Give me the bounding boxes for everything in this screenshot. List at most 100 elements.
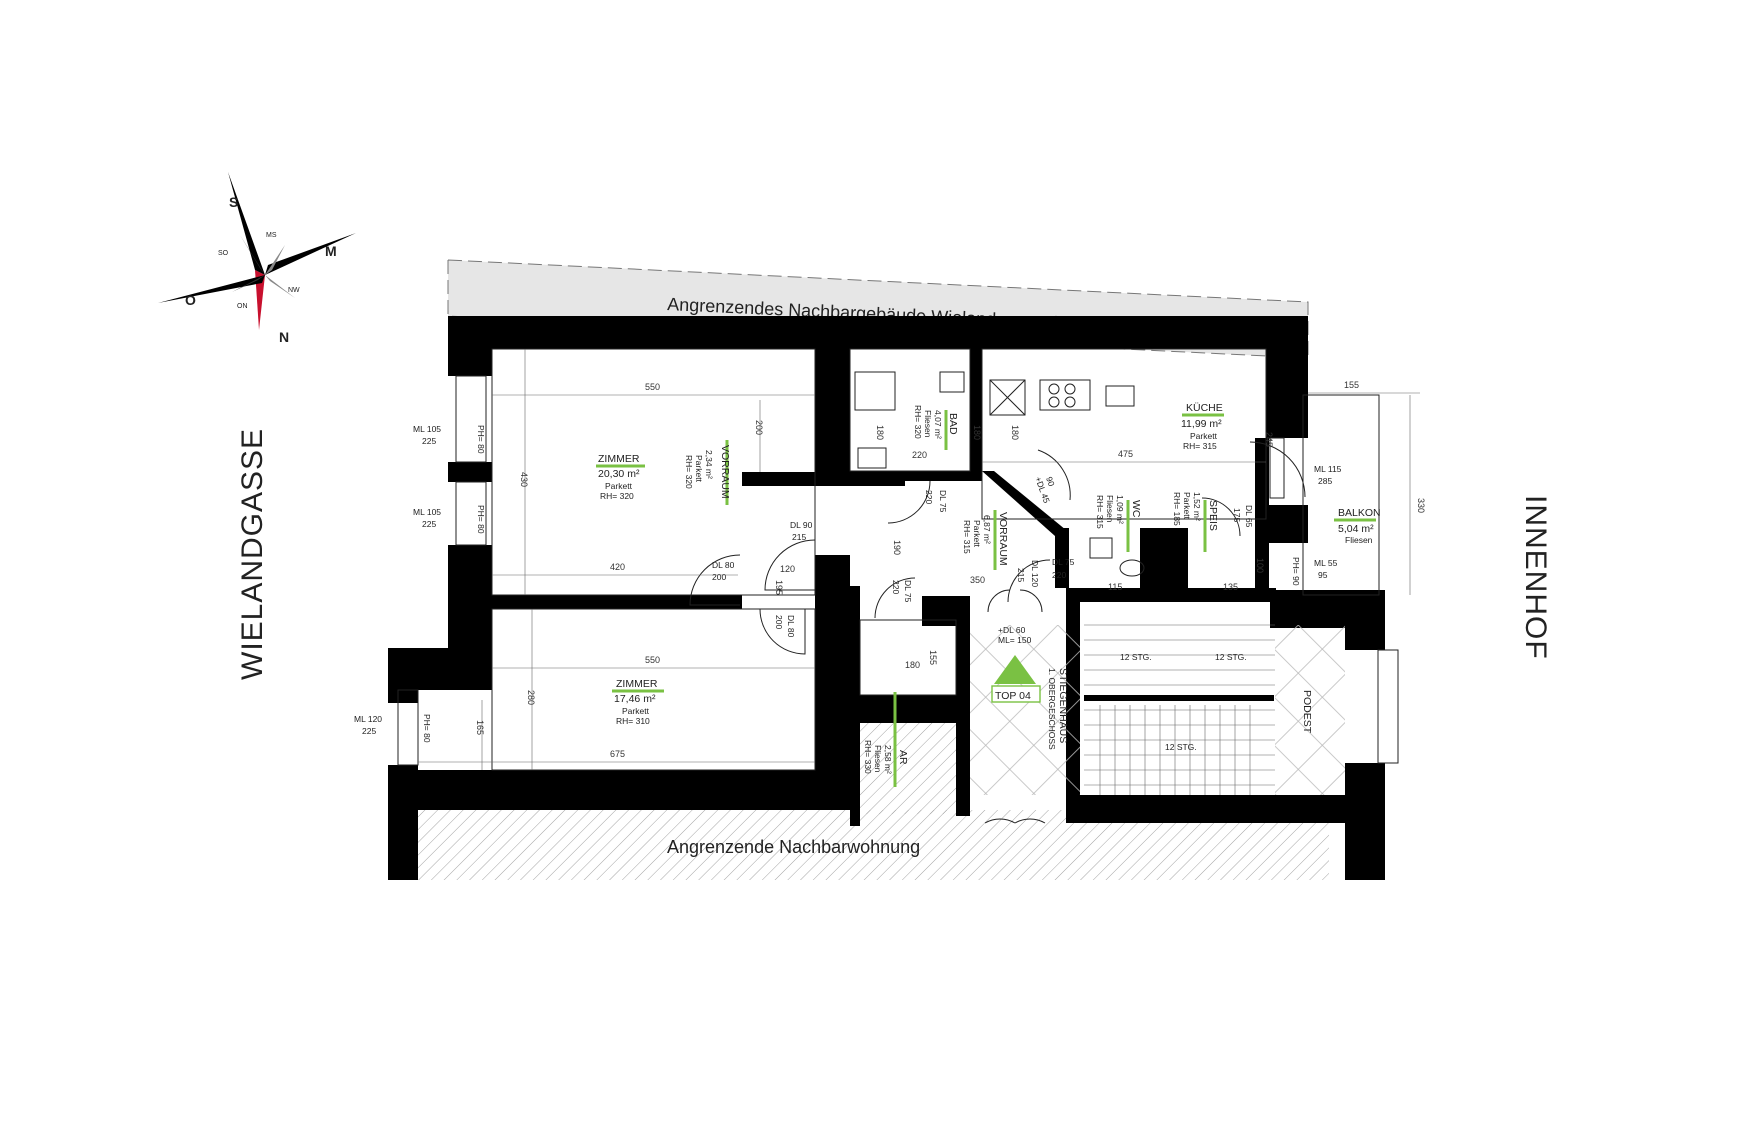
stove — [1039, 379, 1091, 411]
vorraum2-name: VORRAUM — [997, 512, 1009, 566]
street-label-right: INNENHOF — [1519, 495, 1552, 660]
fridge — [989, 379, 1026, 416]
shower-tray — [857, 447, 887, 469]
dim-z1-w: 550 — [645, 382, 660, 392]
staircase: 12 STG. 12 STG. 12 STG. STIEGENHAUS 1. O… — [970, 624, 1345, 795]
unit-entrance-marker — [994, 655, 1036, 684]
podest-label: PODEST — [1301, 690, 1313, 734]
window3-ph: PH= 80 — [422, 714, 432, 743]
bad-floor: Fliesen — [923, 410, 933, 438]
door9-dl: DL 120 — [1030, 560, 1040, 587]
door3-dl: DL 80 — [786, 615, 796, 638]
kueche-height: RH= 315 — [1183, 441, 1217, 451]
dim-v-350: 350 — [970, 575, 985, 585]
bath-sink — [939, 371, 965, 393]
zimmer1-height: RH= 320 — [600, 491, 634, 501]
wc-floor: Fliesen — [1105, 495, 1115, 523]
vorraum1-floor: Parkett — [694, 455, 704, 483]
dim-sp-100: 100 — [1255, 558, 1265, 573]
door2-dl: DL 80 — [712, 560, 735, 570]
wc-height: RH= 315 — [1095, 495, 1105, 529]
room-vorraum-2: VORRAUM 6,87 m² Parkett RH= 315 — [962, 510, 1009, 570]
dim-ar-155: 155 — [928, 650, 938, 665]
compass-minor-1 — [240, 235, 265, 275]
stair-count-3: 12 STG. — [1165, 742, 1197, 752]
zimmer1-floor: Parkett — [605, 481, 633, 491]
room-zimmer-2: ZIMMER 17,46 m² Parkett RH= 310 — [612, 678, 664, 726]
window2-ml: ML 105 — [413, 507, 441, 517]
stiegenhaus-sub: 1. OBERGESCHOSS — [1047, 668, 1057, 750]
bad-area: 4,07 m² — [933, 410, 943, 439]
window5-ml: ML 55 — [1314, 558, 1338, 568]
zimmer1-area: 20,30 m² — [598, 468, 640, 480]
dim-bad-180b: 180 — [972, 425, 982, 440]
compass-label-nw: NW — [288, 287, 300, 294]
door6-h: 220 — [1052, 570, 1066, 580]
window4-b: 285 — [1318, 476, 1332, 486]
compass-minor-4 — [232, 275, 265, 292]
dim-v-190: 190 — [892, 540, 902, 555]
vorraum1-area: 2,34 m² — [704, 450, 714, 479]
ar-hatch — [856, 722, 956, 814]
walls — [388, 316, 1385, 880]
dim-k-475: 475 — [1118, 449, 1133, 459]
door1-h: 215 — [792, 532, 806, 542]
balkon-name: BALKON — [1338, 507, 1381, 519]
dim-sp-135: 135 — [1223, 582, 1238, 592]
room-bad: BAD 4,07 m² Fliesen RH= 320 — [913, 405, 959, 450]
room-speis: SPEIS 1,52 m² Parkett RH= 185 — [1172, 492, 1219, 552]
ar-area: 2,58 m² — [883, 745, 893, 774]
door7-h: 175 — [1232, 508, 1242, 522]
compass-west-needle — [158, 275, 265, 303]
compass-east-needle — [265, 233, 356, 275]
window4-ml: ML 115 — [1314, 464, 1342, 474]
fixtures — [854, 371, 1145, 577]
dim-v-120: 120 — [780, 564, 795, 574]
stair-count-1: 12 STG. — [1120, 652, 1152, 662]
vorraum2-height: RH= 315 — [962, 520, 972, 554]
room-outlines — [491, 348, 1380, 771]
dim-bad-180: 180 — [875, 425, 885, 440]
vorraum2-area: 6,87 m² — [982, 515, 992, 544]
door4-h: 220 — [924, 490, 934, 504]
neighbor-bottom-label: Angrenzende Nachbarwohnung — [667, 837, 920, 857]
balkon-floor: Fliesen — [1345, 535, 1373, 545]
door7-dl: DL 65 — [1244, 505, 1254, 528]
kueche-floor: Parkett — [1190, 431, 1218, 441]
door1-dl: DL 90 — [790, 520, 813, 530]
window5-b: 95 — [1318, 570, 1328, 580]
compass-label-ms: MS — [266, 232, 277, 239]
entrance: TOP 04 +DL 60 ML= 150 — [984, 625, 1046, 824]
compass-north-needle — [255, 270, 265, 330]
zimmer2-name: ZIMMER — [616, 678, 658, 690]
kitchen-sink — [1105, 385, 1135, 407]
dim-z1-h: 200 — [754, 420, 764, 435]
compass-rose: S M O N MS SO ON NW — [158, 172, 356, 345]
speis-area: 1,52 m² — [1192, 492, 1202, 521]
entrance-ml: ML= 150 — [998, 635, 1032, 645]
kueche-area: 11,99 m² — [1181, 418, 1222, 430]
unit-label: TOP 04 — [995, 690, 1031, 702]
room-kueche: KÜCHE 11,99 m² Parkett RH= 315 — [1181, 402, 1224, 451]
wc-sink — [1089, 537, 1113, 559]
wc-area: 1,09 m² — [1115, 495, 1125, 524]
door6-dl: DL 75 — [1052, 557, 1075, 567]
windows: ML 105 225 PH= 80 ML 105 225 PH= 80 ML 1… — [354, 375, 1399, 766]
kueche-name: KÜCHE — [1186, 402, 1223, 414]
ar-name: AR — [897, 750, 909, 765]
balkon-area: 5,04 m² — [1338, 523, 1374, 535]
window1-ml: ML 105 — [413, 424, 441, 434]
dim-v-195: 195 — [774, 580, 784, 595]
dim-k-245: 245 — [1264, 432, 1274, 447]
dim-ar-180: 180 — [905, 660, 920, 670]
door5-dl: DL 75 — [903, 580, 913, 603]
dim-wc-115: 115 — [1108, 582, 1122, 592]
compass-south-needle — [228, 172, 265, 275]
zimmer2-floor: Parkett — [622, 706, 650, 716]
window2-b: 225 — [422, 519, 436, 529]
compass-label-n: N — [279, 329, 289, 345]
dim-bal-155: 155 — [1344, 380, 1359, 390]
dim-k-180: 180 — [1010, 425, 1020, 440]
toilet — [1119, 559, 1145, 577]
